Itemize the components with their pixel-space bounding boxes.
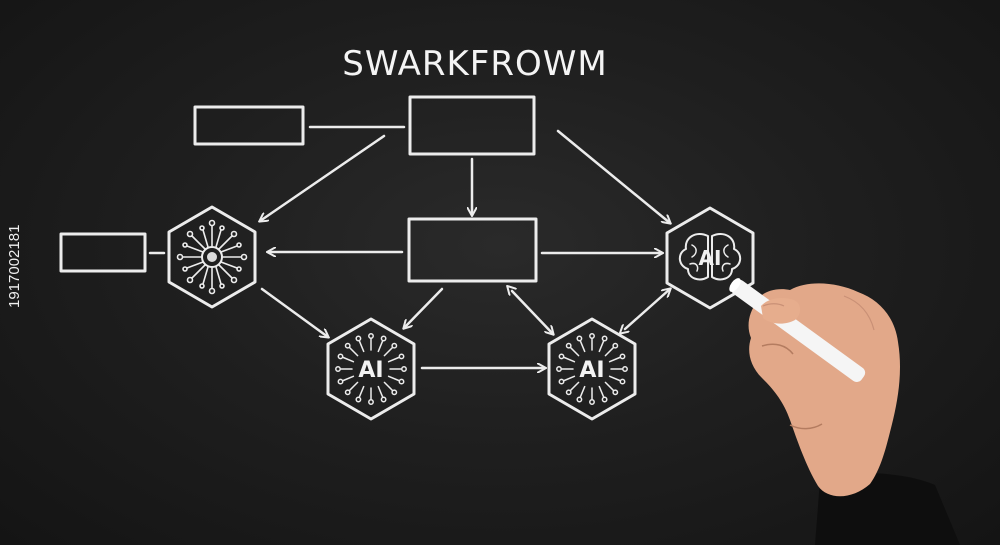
ai-label-left: AI [358, 358, 383, 383]
hand-holding-chalk [727, 276, 960, 545]
box-far-left [61, 234, 145, 271]
arrow-ai-right-ai-brain-bidirectional [625, 289, 670, 329]
diagram-title: SWARKFROWM [342, 44, 607, 84]
circuit-hub-icon [169, 207, 255, 307]
arrow-hub-to-ai-left [262, 289, 328, 337]
ai-circuit-icon: AI [549, 319, 635, 419]
box-middle [409, 219, 536, 281]
ai-circuit-icon: AI [328, 319, 414, 419]
arrow-middle-to-ai-left [404, 289, 442, 328]
box-top-left [195, 107, 303, 144]
stock-image-id: 1917002181 [6, 225, 23, 308]
box-top-center [410, 97, 534, 154]
arrow-middle-ai-right-bidirectional [512, 291, 553, 334]
arrow-top-to-hub [260, 136, 384, 221]
arrow-top-to-ai-brain [558, 131, 670, 223]
ai-label-right: AI [579, 358, 604, 383]
ai-label-brain: AI [699, 246, 722, 270]
